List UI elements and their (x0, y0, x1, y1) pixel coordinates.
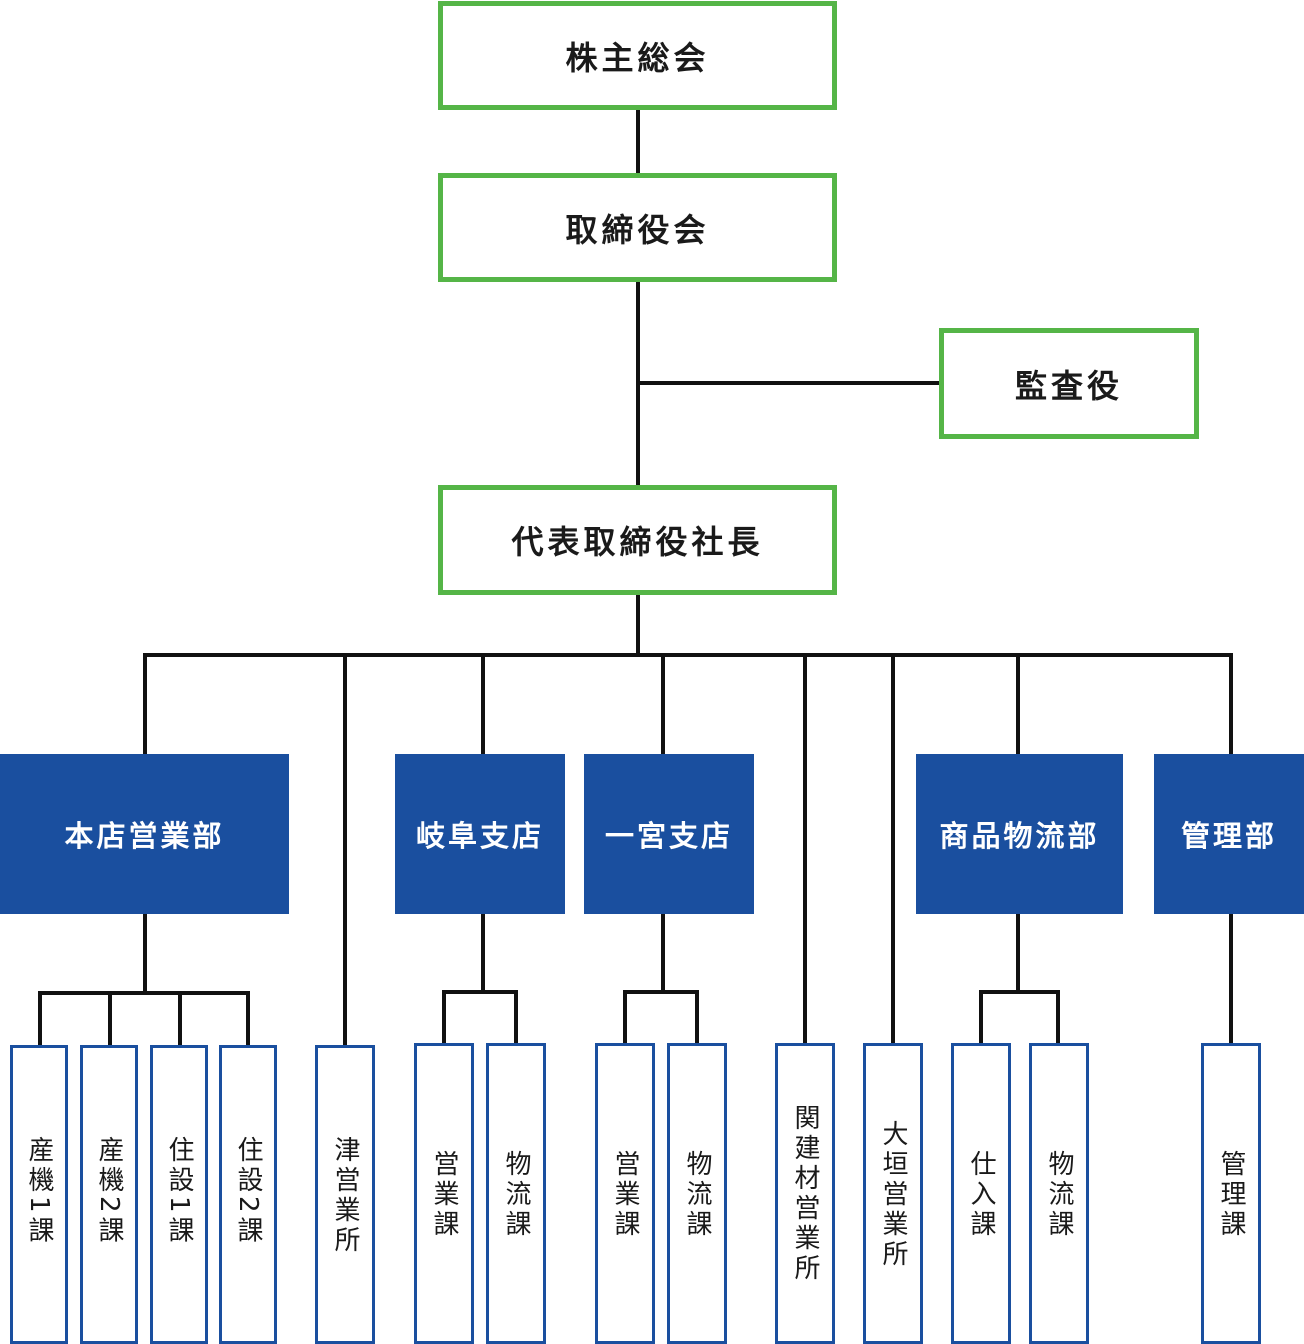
section-gifu-butsuryu: 物流課 (486, 1043, 546, 1344)
section-ogaki: 大垣営業所 (863, 1043, 923, 1344)
section-sanki2-label: 産機2課 (94, 1136, 124, 1247)
section-kanken-label: 関建材営業所 (790, 1104, 820, 1284)
board-label: 取締役会 (565, 210, 710, 249)
section-juusetsu1: 住設1課 (150, 1045, 208, 1344)
dept-shohin-label: 商品物流部 (939, 819, 1100, 853)
dept-gifu: 岐阜支店 (395, 754, 565, 914)
board-box: 取締役会 (438, 173, 837, 282)
auditor-box: 監査役 (939, 328, 1199, 439)
section-gifu-eigyo-label: 営業課 (429, 1150, 459, 1240)
shareholders-meeting-box: 株主総会 (438, 1, 837, 110)
section-ichi-butsuryu-label: 物流課 (682, 1150, 712, 1240)
section-shohin-butsuryu: 物流課 (1029, 1043, 1089, 1344)
section-juusetsu2: 住設2課 (219, 1045, 277, 1344)
president-box: 代表取締役社長 (438, 485, 837, 595)
dept-honten-label: 本店営業部 (64, 819, 225, 853)
section-juusetsu2-label: 住設2課 (233, 1136, 263, 1247)
section-ogaki-label: 大垣営業所 (878, 1120, 908, 1270)
auditor-label: 監査役 (1014, 366, 1123, 405)
dept-gifu-label: 岐阜支店 (415, 819, 544, 853)
section-tsu: 津営業所 (315, 1045, 375, 1344)
section-ichi-eigyo: 営業課 (595, 1043, 655, 1344)
section-gifu-eigyo: 営業課 (414, 1043, 474, 1344)
section-sanki1: 産機1課 (10, 1045, 68, 1344)
dept-kanri: 管理部 (1154, 754, 1304, 914)
section-kanri-ka: 管理課 (1201, 1043, 1261, 1344)
shareholders-meeting-label: 株主総会 (565, 38, 710, 77)
dept-ichinomiya: 一宮支店 (584, 754, 754, 914)
dept-ichinomiya-label: 一宮支店 (604, 819, 733, 853)
section-kanken: 関建材営業所 (775, 1043, 835, 1344)
section-tsu-label: 津営業所 (330, 1136, 360, 1256)
president-label: 代表取締役社長 (511, 523, 764, 561)
section-gifu-butsuryu-label: 物流課 (501, 1150, 531, 1240)
section-shiire-label: 仕入課 (966, 1150, 996, 1240)
section-juusetsu1-label: 住設1課 (164, 1136, 194, 1247)
dept-honten: 本店営業部 (0, 754, 289, 914)
section-shiire: 仕入課 (951, 1043, 1011, 1344)
section-ichi-butsuryu: 物流課 (667, 1043, 727, 1344)
section-shohin-butsuryu-label: 物流課 (1044, 1150, 1074, 1240)
section-sanki2: 産機2課 (80, 1045, 138, 1344)
section-kanri-ka-label: 管理課 (1216, 1150, 1246, 1240)
section-sanki1-label: 産機1課 (24, 1136, 54, 1247)
dept-kanri-label: 管理部 (1180, 819, 1277, 853)
section-ichi-eigyo-label: 営業課 (610, 1150, 640, 1240)
dept-shohin: 商品物流部 (916, 754, 1123, 914)
